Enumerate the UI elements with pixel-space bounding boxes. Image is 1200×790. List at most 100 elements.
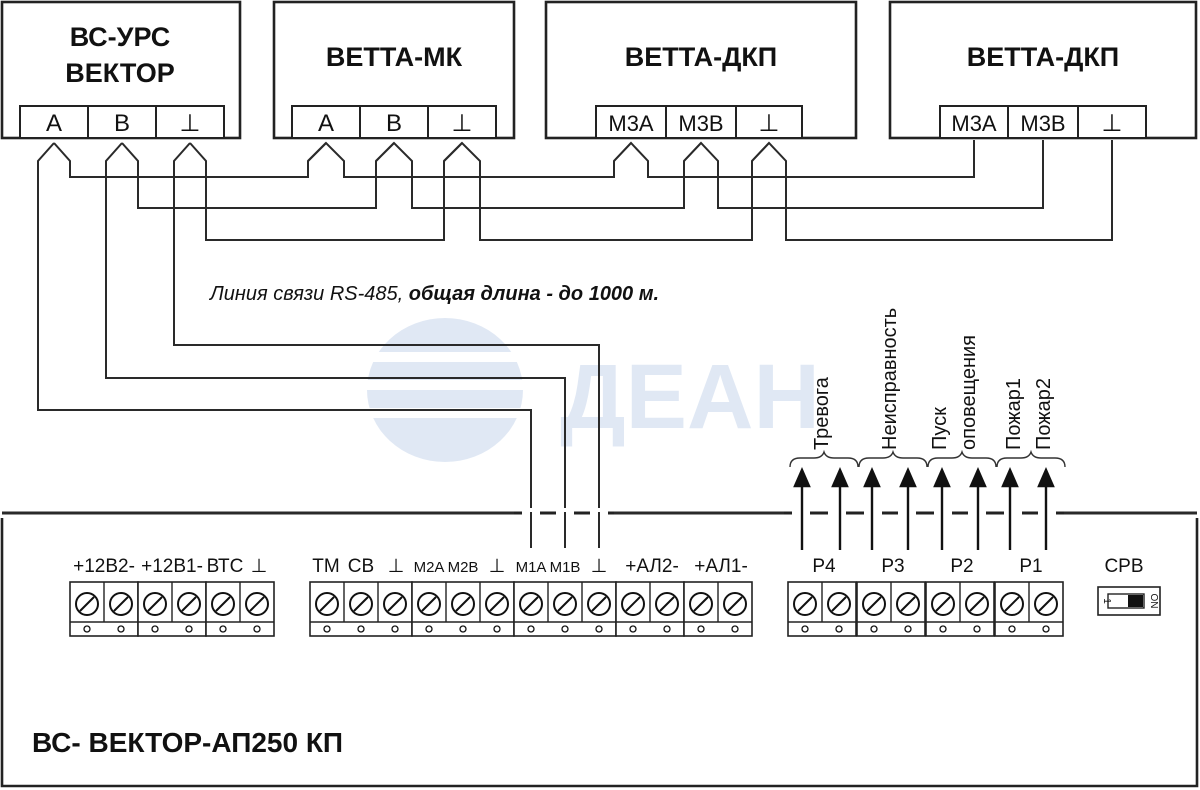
switch-mark-on: ON [1148,594,1159,609]
screw-terminal[interactable] [451,592,475,633]
drop-line-a [37,142,532,512]
device-title-line1: ВС-УРС [70,22,171,52]
signal-pozhar2: Пожар2 [1033,378,1055,450]
device-title: ВЕТТА-ДКП [625,42,777,72]
label-al1: +АЛ1- [694,556,748,577]
pin-m3a: М3А [951,111,997,136]
main-unit-title: ВС- ВЕКТОР-АП250 КП [32,727,343,758]
brace-r3 [858,449,928,468]
screw-terminal[interactable] [793,592,817,633]
signal-opoveshcheniya: оповещения [958,335,980,450]
screw-terminal[interactable] [519,592,543,633]
switch-mark-1: 1 [1101,598,1112,604]
label-gnd3: ⊥ [489,556,506,577]
terminal-block [615,581,685,637]
screw-terminal[interactable] [896,592,920,633]
label-tm: ТМ [312,556,339,577]
label-gnd1: ⊥ [251,556,268,577]
pin-m3a: М3А [608,111,654,136]
screw-terminal[interactable] [621,592,645,633]
device-vetta-dkp-2: ВЕТТА-ДКП М3А М3В ⊥ [888,0,1198,140]
screw-terminal[interactable] [827,592,851,633]
label-m1b: М1В [550,559,581,576]
relay-arrows [793,467,1055,550]
screw-terminal[interactable] [1034,592,1058,633]
dean-watermark: ДЕАН [360,318,820,462]
label-m1a: М1А [516,559,547,576]
label-gnd2: ⊥ [388,556,405,577]
terminal-block [205,581,275,637]
pin-gnd: ⊥ [759,110,780,137]
device-vs-urs-vektor: ВС-УРС ВЕКТОР A B ⊥ [0,0,242,140]
bus-line-b [121,140,1044,209]
screw-terminal[interactable] [931,592,955,633]
screw-terminal[interactable] [655,592,679,633]
signal-pozhar1: Пожар1 [1003,378,1025,450]
screw-terminal[interactable] [75,592,99,633]
device-title: ВЕТТА-МК [326,42,463,72]
label-r3: Р3 [881,556,904,577]
bus-line-a [53,140,975,178]
terminal-block [683,581,753,637]
device-title: ВЕТТА-ДКП [967,42,1119,72]
switch-label: СРВ [1104,556,1143,577]
screw-terminal[interactable] [553,592,577,633]
pin-gnd: ⊥ [180,110,201,137]
screw-terminal[interactable] [143,592,167,633]
device-title-line2: ВЕКТОР [65,58,175,88]
label-m2a: М2А [414,559,445,576]
caption-normal: Линия связи RS-485, [208,283,409,305]
label-12v2: +12В2- [73,556,135,577]
label-m2b: М2В [448,559,479,576]
dip-switch-srv[interactable]: СРВ 1 ON [1097,556,1161,616]
label-sv: СВ [348,556,374,577]
label-r4: Р4 [812,556,836,577]
terminal-block [925,581,995,637]
signal-neispravnost: Неисправность [879,308,901,450]
screw-terminal[interactable] [177,592,201,633]
screw-terminal[interactable] [1000,592,1024,633]
screw-terminal[interactable] [245,592,269,633]
label-al2: +АЛ2- [625,556,679,577]
terminal-blocks [69,581,1064,637]
signal-pusk: Пуск [929,407,951,450]
drop-line-gnd [173,142,600,512]
relay-signal-labels: Тревога Неисправность Пуск оповещения По… [789,308,1066,468]
terminal-block [513,581,617,637]
terminal-block [309,581,413,637]
screw-terminal[interactable] [965,592,989,633]
screw-terminal[interactable] [723,592,747,633]
screw-terminal[interactable] [485,592,509,633]
watermark-globe-icon [360,318,535,462]
brace-r2 [927,449,997,468]
drop-line-b [105,142,566,512]
screw-terminal[interactable] [211,592,235,633]
terminal-block [994,581,1064,637]
pin-b: B [386,110,402,137]
pin-gnd: ⊥ [1102,110,1123,137]
label-r1: Р1 [1019,556,1042,577]
screw-terminal[interactable] [417,592,441,633]
brace-r1 [996,449,1066,468]
screw-terminal[interactable] [109,592,133,633]
pin-gnd: ⊥ [452,110,473,137]
screw-terminal[interactable] [689,592,713,633]
pin-m3b: М3В [678,111,723,136]
screw-terminal[interactable] [862,592,886,633]
pin-m3b: М3В [1020,111,1065,136]
terminal-block [69,581,139,637]
screw-terminal[interactable] [383,592,407,633]
device-vetta-dkp-1: ВЕТТА-ДКП М3А М3В ⊥ [544,0,858,140]
label-r2: Р2 [950,556,973,577]
pin-a: A [318,110,334,137]
terminal-block [137,581,207,637]
label-gnd4: ⊥ [591,556,608,577]
screw-terminal[interactable] [587,592,611,633]
caption-bold: общая длина - до 1000 м. [409,283,659,305]
screw-terminal[interactable] [349,592,373,633]
screw-terminal[interactable] [315,592,339,633]
label-vtc: ВТС [207,556,244,577]
rs485-bus-wiring [37,140,1113,512]
pin-b: B [114,110,130,137]
